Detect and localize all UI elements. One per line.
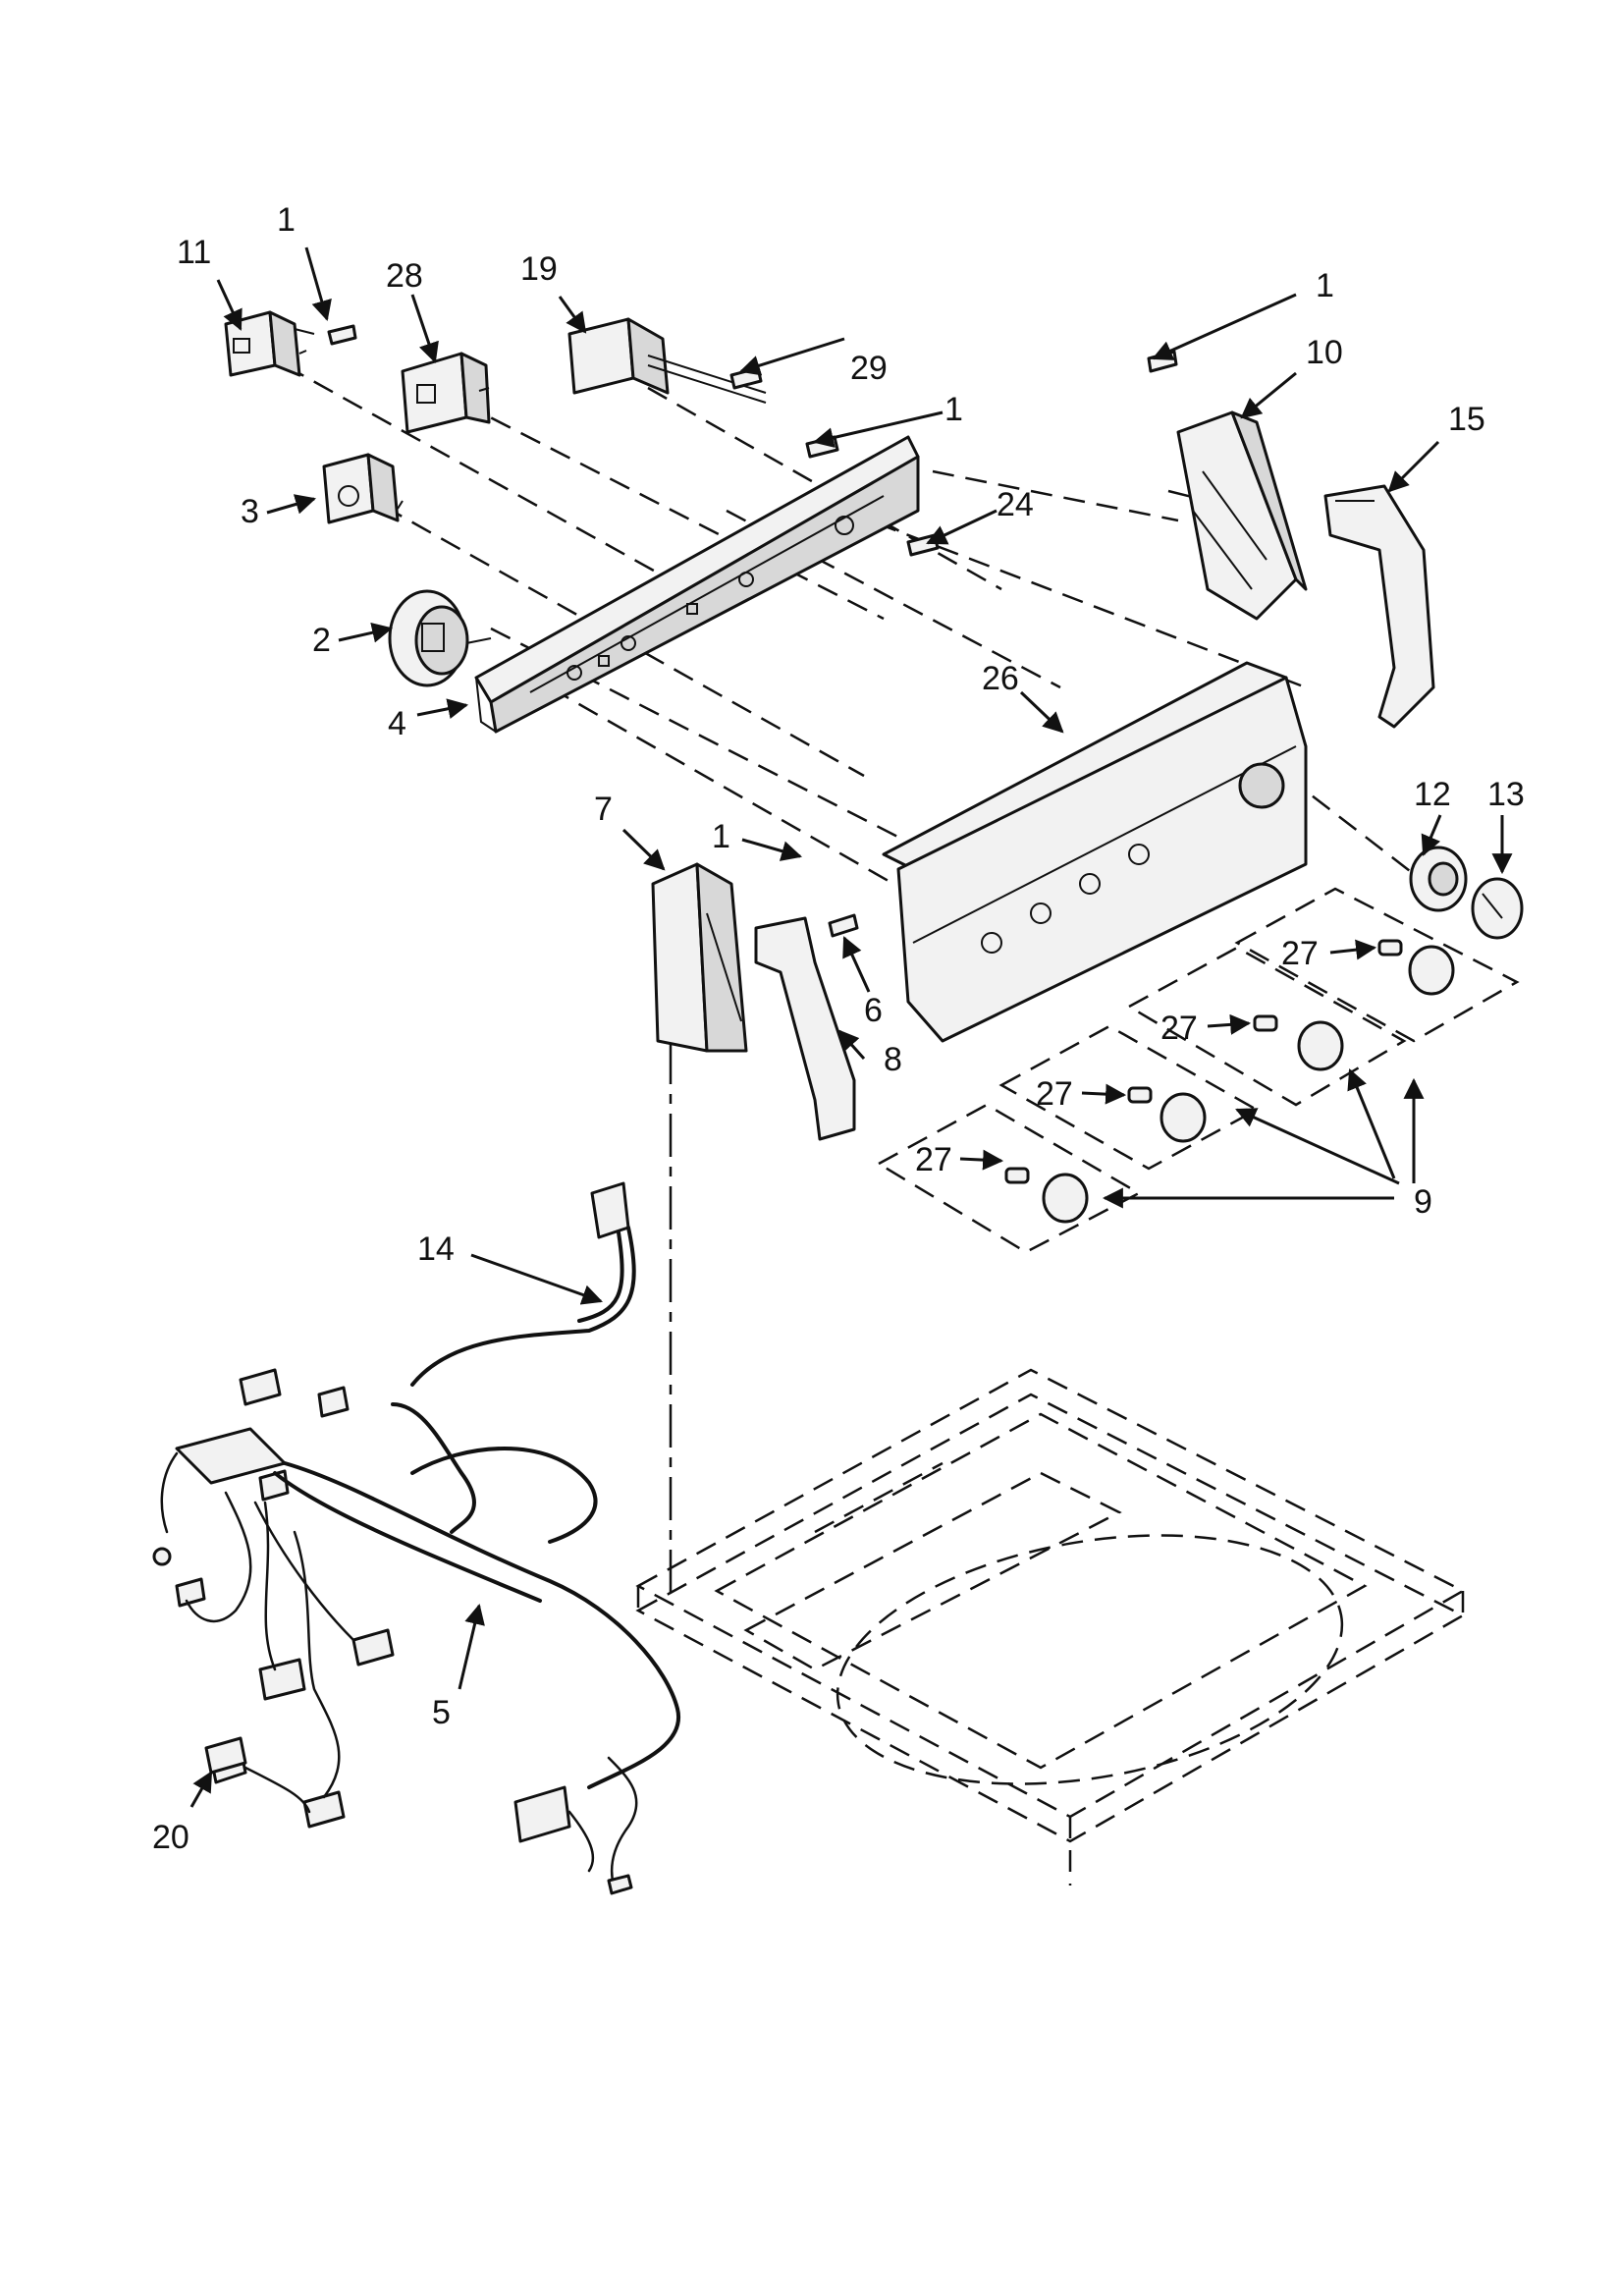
- part-28-switch-bracket: [401, 352, 491, 434]
- callout-28: 28: [386, 257, 423, 295]
- callout-5: 5: [432, 1694, 451, 1731]
- callout-9: 9: [1414, 1183, 1432, 1221]
- part-12-knob-insert: [1409, 846, 1468, 912]
- callout-15: 15: [1448, 401, 1485, 438]
- part-19-timer: [567, 317, 767, 404]
- callout-12: 12: [1414, 776, 1451, 813]
- part-8-left-end-cover: [754, 916, 856, 1141]
- callout-10: 10: [1306, 334, 1343, 371]
- callout-14: 14: [417, 1230, 455, 1268]
- callout-labels: 11 1 28 19 29 1 1 10 15 3 24 2 4 26 7 1 …: [152, 201, 1525, 1856]
- callout-leaders: [189, 246, 1513, 1808]
- callout-20: 20: [152, 1819, 189, 1856]
- callout-24: 24: [997, 486, 1034, 523]
- callout-3: 3: [241, 493, 259, 530]
- callout-13: 13: [1487, 776, 1525, 813]
- callout-29: 29: [850, 350, 888, 387]
- washer-top-outline: [635, 1368, 1466, 1886]
- part-20-sensor: [204, 1736, 247, 1775]
- callout-27: 27: [1036, 1075, 1073, 1113]
- callout-26: 26: [982, 660, 1019, 697]
- part-7-left-end-cap: [651, 862, 748, 1053]
- part-14-power-cord: [410, 1181, 636, 1387]
- callout-1: 1: [277, 201, 296, 239]
- part-13-knob: [1471, 877, 1524, 940]
- callout-1: 1: [712, 818, 730, 855]
- part-11-rotary-switch: [224, 310, 315, 377]
- part-10-right-end-cap: [1176, 410, 1308, 621]
- callout-6: 6: [864, 992, 883, 1029]
- part-6-screw: [828, 913, 859, 938]
- part-5-wire-harness: [152, 1368, 681, 1895]
- callout-1: 1: [1316, 267, 1334, 304]
- callout-7: 7: [594, 791, 613, 828]
- callout-19: 19: [520, 250, 558, 288]
- part-4-console-bracket: [474, 435, 920, 734]
- knobs-row: [1004, 939, 1455, 1224]
- callout-2: 2: [312, 622, 331, 659]
- callout-4: 4: [388, 705, 406, 742]
- callout-27: 27: [915, 1141, 952, 1178]
- callout-11: 11: [177, 234, 211, 271]
- knob-placement-boxes: [876, 887, 1520, 1254]
- callout-1: 1: [944, 391, 963, 428]
- part-15-right-end-cover: [1323, 484, 1435, 729]
- callout-8: 8: [884, 1041, 902, 1078]
- callout-27: 27: [1160, 1010, 1198, 1047]
- part-3-rotary-switch: [322, 453, 404, 524]
- part-26-console: [882, 661, 1308, 1043]
- part-2-selector-switch: [388, 589, 492, 687]
- callout-27: 27: [1281, 935, 1319, 972]
